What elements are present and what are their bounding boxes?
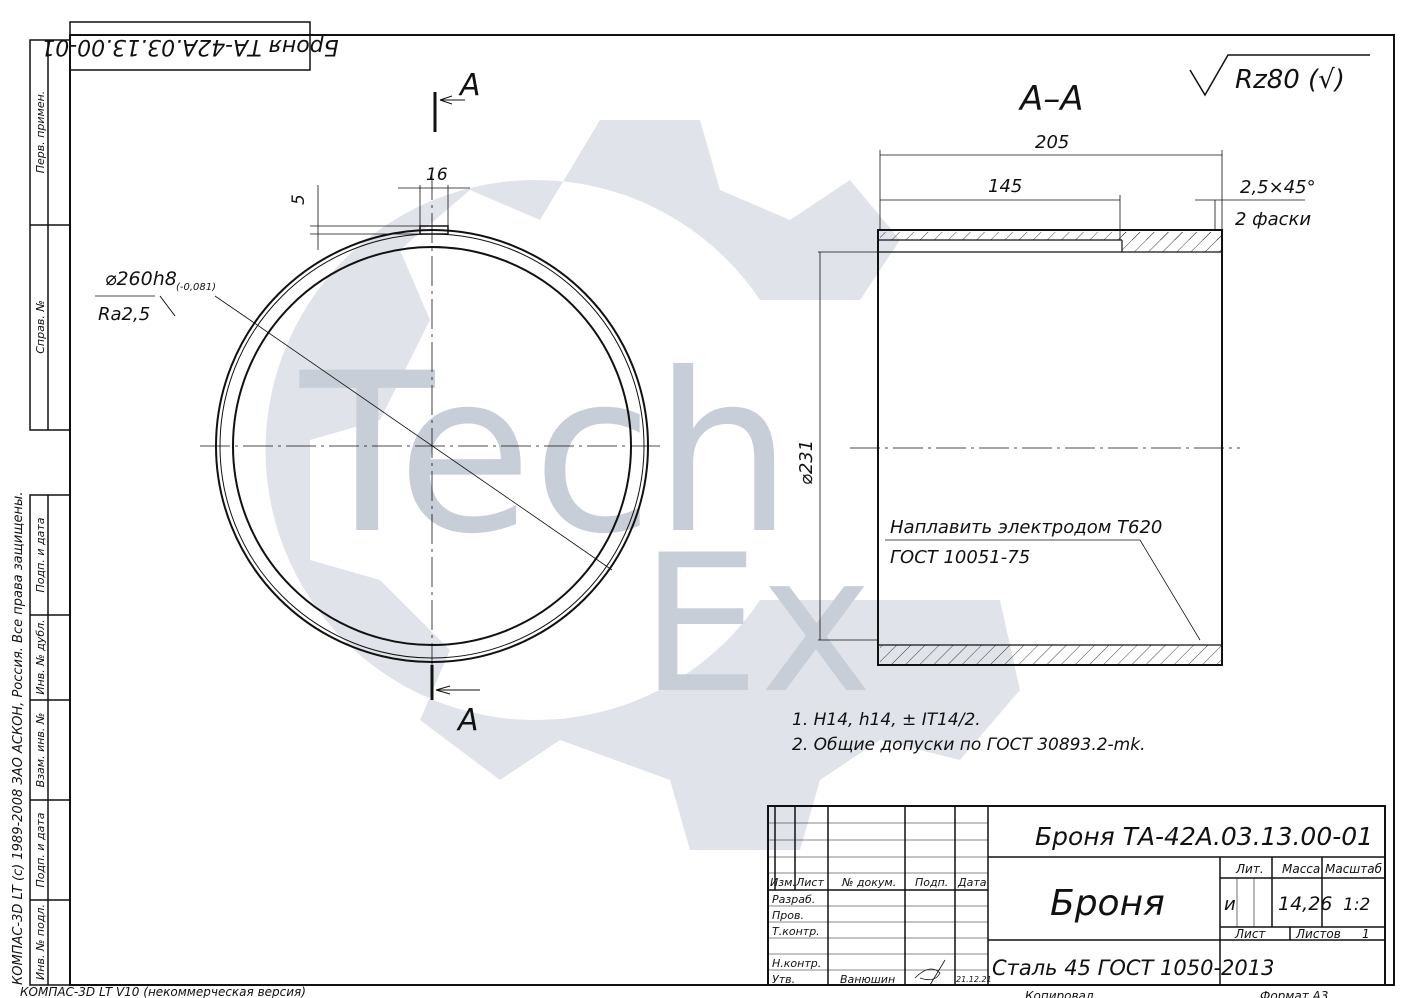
label-sprav-no: Справ. №: [34, 300, 47, 354]
watermark-tech: Tech: [299, 326, 793, 582]
approval-date: 21.12.21: [956, 975, 992, 984]
watermark-ex: Ex: [640, 514, 873, 735]
copied-label: Копировал: [1025, 989, 1094, 998]
roughness-text: Rz80 (√): [1235, 65, 1345, 95]
surface-finish: Ra2,5: [98, 304, 150, 325]
section-mark-top: A: [458, 68, 481, 103]
material: Сталь 45 ГОСТ 1050-2013: [992, 956, 1275, 980]
copyright-text: КОМПАС-3D LT (c) 1989-2008 ЗАО АСКОН, Ро…: [11, 492, 26, 985]
lit-label: Лит.: [1235, 862, 1264, 876]
scale-label: Масштаб: [1325, 862, 1383, 876]
dim-length: 205: [1035, 132, 1069, 153]
dim-tolerance: (-0,081): [176, 282, 216, 293]
section-title: А–А: [1018, 79, 1084, 119]
hdr-list: Лист: [795, 876, 824, 889]
note-1: 1. H14, h14, ± IT14/2.: [792, 710, 981, 730]
hdr-podp: Подп.: [915, 876, 948, 889]
top-stamp: Броня ТА-42А.03.13.00-01: [41, 21, 339, 71]
roughness-symbol: Rz80 (√): [1189, 54, 1370, 97]
chamfer-note: 2 фаски: [1235, 209, 1311, 230]
role-utv: Утв.: [772, 973, 795, 986]
dim-inner-diameter: ⌀231: [796, 440, 817, 485]
title-block: Изм. Лист № докум. Подп. Дата Разраб. Пр…: [767, 805, 1386, 998]
sheets-value: 1: [1362, 927, 1370, 941]
mass-value: 14,26: [1278, 893, 1332, 915]
weld-note-2: ГОСТ 10051-75: [890, 547, 1030, 568]
sheet-label: Лист: [1234, 927, 1266, 941]
approver-name: Ванюшин: [840, 973, 895, 986]
signature: [914, 959, 946, 986]
format-label: Формат А3: [1260, 989, 1328, 998]
role-nkontr: Н.контр.: [772, 957, 821, 970]
role-razrab: Разраб.: [772, 893, 815, 906]
dim-key-depth: 5: [289, 194, 309, 205]
top-stamp-text: Броня ТА-42А.03.13.00-01: [41, 34, 339, 59]
dim-groove: 145: [988, 176, 1022, 197]
dim-key-width: 16: [426, 165, 448, 185]
note-2: 2. Общие допуски по ГОСТ 30893.2-mk.: [792, 735, 1145, 755]
dim-chamfer: 2,5×45°: [1240, 177, 1316, 198]
designation: Броня ТА-42А.03.13.00-01: [1035, 822, 1373, 851]
watermark: Tech Ex: [265, 120, 1020, 850]
role-prov: Пров.: [772, 909, 804, 922]
label-inv-dubl: Инв. № дубл.: [34, 619, 47, 694]
weld-note-1: Наплавить электродом Т620: [890, 517, 1162, 538]
dim-diameter: ⌀260h8: [105, 268, 177, 290]
part-name: Броня: [1050, 883, 1165, 924]
label-inv-podl: Инв. № подл.: [34, 904, 47, 980]
footer-note: КОМПАС-3D LT V10 (некоммерческая версия): [20, 985, 306, 998]
hdr-doc: № докум.: [841, 876, 896, 889]
sheets-label: Листов: [1295, 927, 1341, 941]
side-columns: [29, 39, 71, 986]
label-podp-data-1: Подп. и дата: [34, 517, 47, 592]
front-view: A A 16 5 ⌀260h8 (-0,081) Ra2,5: [95, 68, 665, 738]
role-tkontr: Т.контр.: [772, 925, 820, 938]
label-vzam-inv: Взам. инв. №: [34, 713, 47, 788]
hdr-izm: Изм.: [770, 876, 796, 889]
section-view: А–А 205 145 2,5×45° 2 фаски ⌀231 Наплави…: [796, 79, 1316, 666]
label-perv-primen: Перв. примен.: [34, 91, 47, 174]
scale-value: 1:2: [1343, 895, 1370, 915]
label-podp-data-2: Подп. и дата: [34, 812, 47, 887]
hdr-date: Дата: [957, 876, 987, 889]
section-mark-bottom: A: [456, 703, 479, 738]
lit-value: и: [1224, 894, 1236, 915]
mass-label: Масса: [1282, 862, 1320, 876]
